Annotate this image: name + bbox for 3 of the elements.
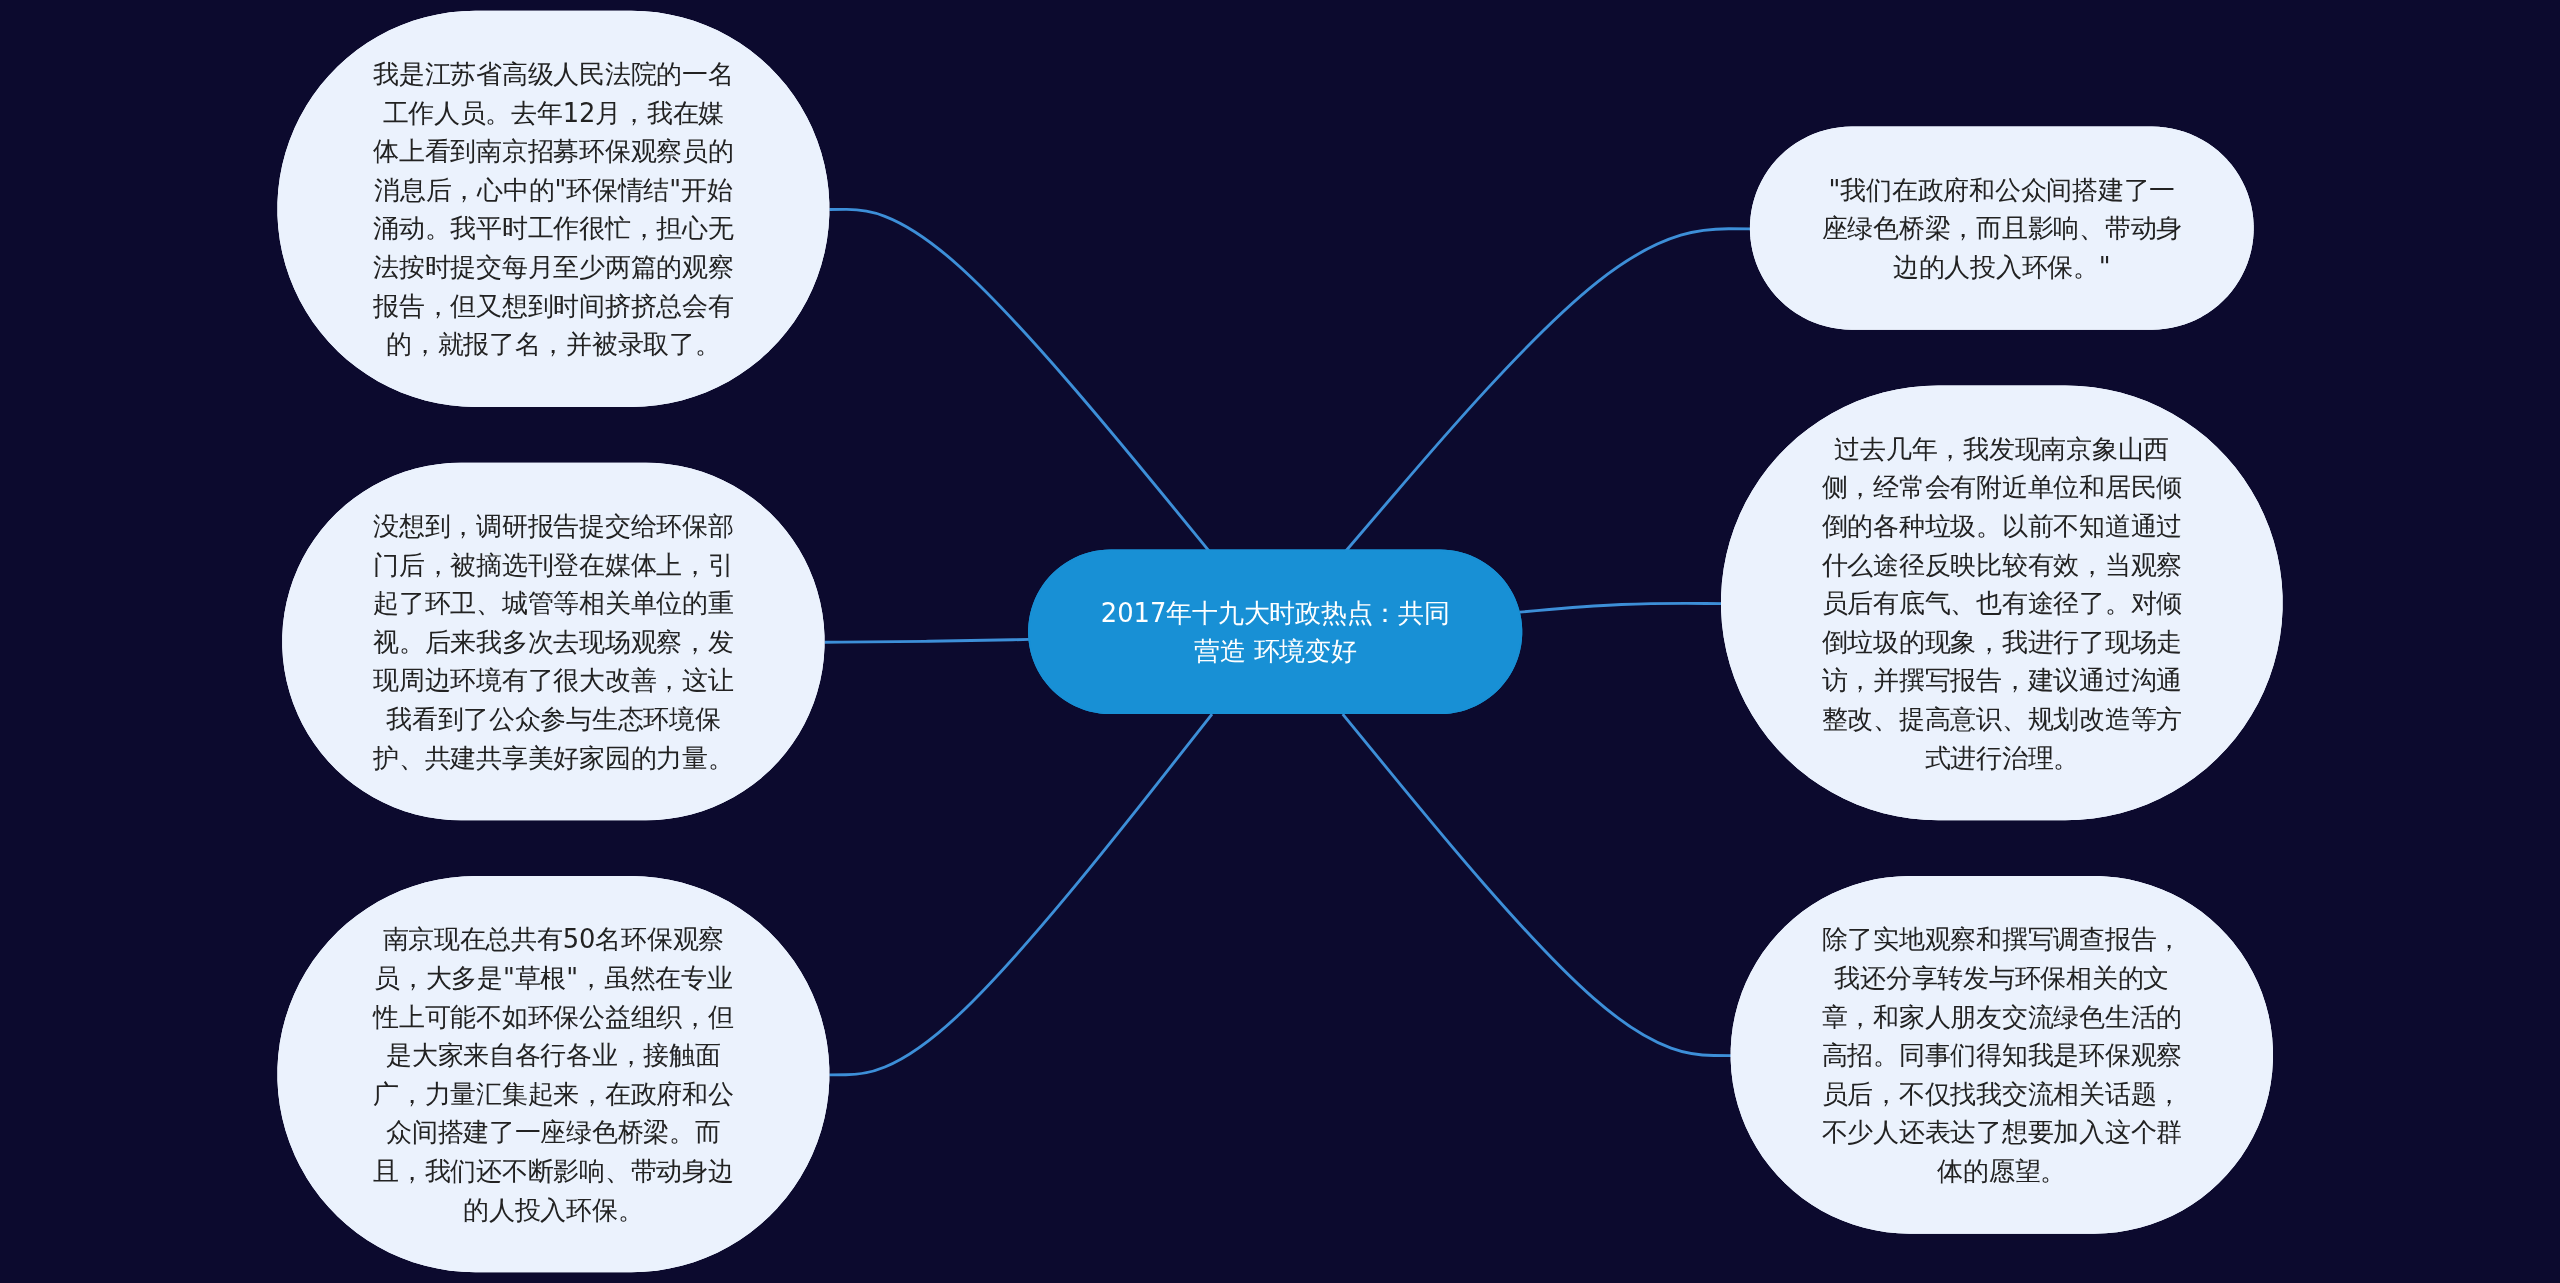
connector [829,208,1211,552]
connector [829,713,1214,1077]
connector [824,638,1030,644]
